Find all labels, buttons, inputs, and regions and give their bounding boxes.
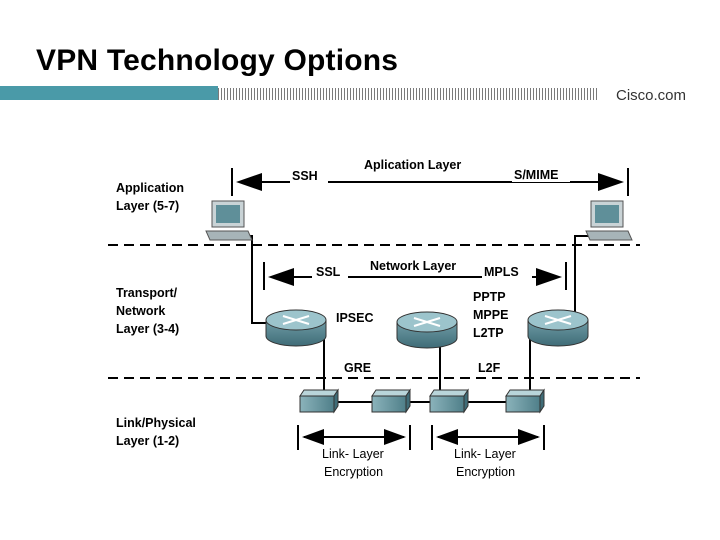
layer-label-link-physical: Link/Physical Layer (1-2) — [116, 416, 196, 448]
label-mpls: MPLS — [484, 265, 519, 279]
label-application-layer: Aplication Layer — [364, 158, 461, 172]
label-pptp: PPTP — [473, 290, 506, 304]
application-arrow-head-left — [236, 173, 262, 191]
label-network-layer: Network Layer — [370, 259, 456, 273]
switch-4-icon — [505, 388, 545, 414]
network-arrow-head-left — [268, 268, 294, 286]
encryption-left-head-b — [384, 429, 406, 445]
switch-2-icon — [371, 388, 411, 414]
layer-label-transport-network: Transport/ Network Layer (3-4) — [116, 286, 180, 336]
label-ssl: SSL — [316, 265, 341, 279]
slide-title: VPN Technology Options — [36, 44, 399, 77]
pc-right-icon — [585, 200, 633, 241]
brand-logo: Cisco.com — [616, 87, 687, 104]
pc-left-icon — [205, 200, 253, 241]
label-link-layer-right: Link- Layer — [454, 447, 516, 461]
label-encryption-left: Encryption — [324, 465, 383, 479]
label-gre: GRE — [344, 361, 371, 375]
application-arrow-head-right — [598, 173, 624, 191]
label-l2f: L2F — [478, 361, 501, 375]
label-ssh: SSH — [292, 169, 318, 183]
encryption-right-head-b — [518, 429, 540, 445]
encryption-right-head-a — [436, 429, 458, 445]
layer-label-application: Application Layer (5-7) — [116, 181, 185, 213]
network-arrow-head-right — [536, 268, 562, 286]
label-encryption-right: Encryption — [456, 465, 515, 479]
switch-1-icon — [299, 388, 339, 414]
switch-3-icon — [429, 388, 469, 414]
label-smime: S/MIME — [514, 168, 558, 182]
router-middle-icon — [396, 311, 458, 349]
encryption-left-head-a — [302, 429, 324, 445]
header-accent-bar — [0, 86, 218, 100]
label-link-layer-left: Link- Layer — [322, 447, 384, 461]
label-ipsec: IPSEC — [336, 311, 374, 325]
label-mppe: MPPE — [473, 308, 508, 322]
router-left-icon — [265, 309, 327, 347]
label-l2tp: L2TP — [473, 326, 504, 340]
header-stripe-bar — [218, 88, 598, 100]
router-right-icon — [527, 309, 589, 347]
